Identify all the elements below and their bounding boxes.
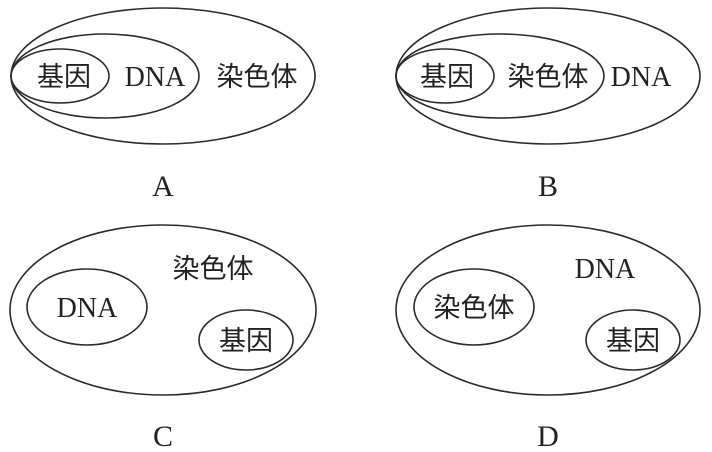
- panel-b-chromosome-label: 染色体: [508, 62, 589, 93]
- panel-a-inner-ellipse: [10, 48, 110, 104]
- panel-c-gene-label: 基因: [219, 326, 273, 357]
- panel-d-gene-ellipse: [585, 309, 681, 371]
- panel-c-outer-ellipse: [9, 224, 317, 396]
- panel-d-chromosome-ellipse: [413, 268, 535, 346]
- panel-c-caption: C: [153, 420, 173, 452]
- panel-b-gene-label: 基因: [420, 62, 474, 93]
- panel-b-inner-ellipse: [395, 48, 495, 104]
- panel-a-caption: A: [152, 170, 174, 203]
- panel-b: 基因 染色体 DNA B: [395, 7, 701, 203]
- panel-d-dna-label: DNA: [575, 254, 636, 285]
- panel-d-caption: D: [537, 420, 559, 452]
- panel-d-outer-ellipse: [395, 224, 701, 396]
- panel-c-chromosome-label: 染色体: [173, 254, 254, 285]
- panel-d-chromosome-label: 染色体: [434, 293, 515, 324]
- panel-a-dna-label: DNA: [125, 62, 186, 93]
- panel-a-chromosome-label: 染色体: [217, 62, 298, 93]
- panel-a: 基因 DNA 染色体 A: [10, 7, 316, 203]
- panel-c-dna-label: DNA: [57, 293, 118, 324]
- panel-c-dna-ellipse: [26, 268, 148, 346]
- panel-a-gene-label: 基因: [37, 62, 91, 93]
- panel-c-gene-ellipse: [198, 309, 294, 371]
- panel-d: DNA 染色体 基因 D: [395, 224, 701, 452]
- panel-c: 染色体 DNA 基因 C: [9, 224, 317, 452]
- panel-b-dna-label: DNA: [611, 62, 672, 93]
- panel-d-gene-label: 基因: [606, 326, 660, 357]
- panel-b-caption: B: [538, 170, 558, 203]
